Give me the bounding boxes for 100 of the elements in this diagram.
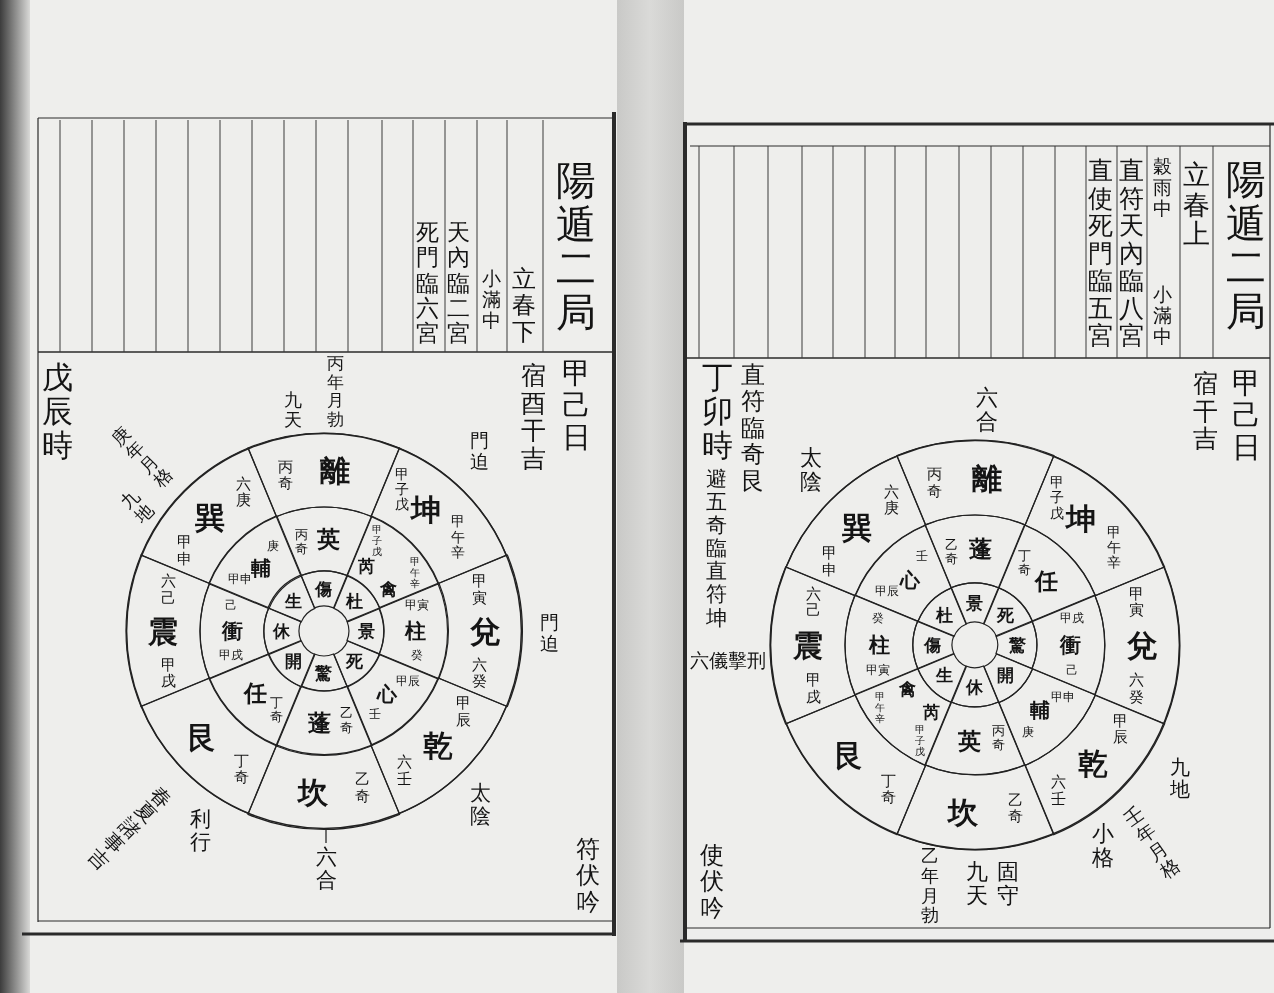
stem-label: 六癸 [1129,671,1145,705]
annotation-text: 九天 [966,860,988,909]
star-label: 芮 [922,703,940,722]
star-label: 心 [376,682,397,705]
stem-label: 丁奇 [270,695,284,725]
stem-label: 六庚 [883,483,899,517]
stem-label: 甲申 [822,544,838,578]
stem-label: 丁奇 [1017,548,1031,577]
star-label: 禽 [899,679,917,699]
column-text: 死門臨六宮 [416,220,439,347]
stem-label: 甲午辛 [1107,524,1122,571]
annotation-text: 九地 [1170,756,1190,800]
stem-label: 癸 [410,649,423,663]
annotation-text: 使伏吟 [700,842,724,922]
door-label: 傷 [315,579,333,598]
annotation-text: 太陰 [470,782,491,829]
stem-label: 甲子戊 [914,724,925,757]
trigram-label: 兌 [470,614,500,648]
ring-sector [982,586,1034,638]
ring-sector [300,653,348,692]
stem-label: 甲戌 [805,671,821,705]
annotation-text: 六合 [976,386,998,435]
stem-label: 甲子戊 [1049,474,1064,521]
stem-label: 甲午辛 [409,555,420,589]
trigram-label: 離 [320,453,351,487]
annotation-text: 宿干吉 [1193,370,1218,453]
column-text: 直使死門臨五宮 [1088,157,1113,350]
star-label: 輔 [1030,699,1051,722]
stem-label: 甲寅 [472,572,487,606]
stem-label: 甲戌 [161,656,176,690]
annotation-text: 避五奇臨直符坤 [706,468,727,630]
annotation-text: 直符臨奇艮 [741,362,765,494]
door-label: 景 [966,593,984,612]
stem-label: 六癸 [472,656,487,690]
stem-label: 壬 [916,550,929,564]
door-label: 驚 [315,664,333,683]
stem-label: 甲申 [227,573,252,587]
column-text: 立春下 [512,266,536,346]
door-label: 景 [358,621,375,641]
stem-label: 甲申 [1051,691,1076,705]
stem-label: 甲子戊 [395,466,410,513]
stem-label: 甲辰 [874,585,899,599]
stem-label: 乙奇 [355,770,371,804]
column-text: 天內臨二宮 [447,220,470,347]
star-label: 英 [317,526,341,552]
door-label: 生 [285,591,303,611]
door-label: 杜 [936,605,954,625]
heading-text: 陽遁二局 [1226,157,1266,333]
ring-sector [916,652,968,704]
door-label: 驚 [1009,635,1026,655]
trigram-label: 乾 [1078,746,1109,780]
column-text: 小滿中 [482,268,501,331]
stem-label: 甲戌 [1059,612,1084,626]
column-text: 立春上 [1183,160,1210,250]
star-label: 英 [958,728,982,754]
annotation-text: 春夏諸事吉 [84,782,176,874]
stem-label: 甲寅 [1129,585,1145,619]
stem-label: 丁奇 [233,752,249,786]
star-label: 蓬 [307,710,331,736]
star-label: 衝 [221,619,243,643]
stem-label: 己 [1065,664,1078,678]
door-label: 傷 [924,635,941,655]
stem-label: 庚 [1021,726,1034,740]
trigram-label: 震 [148,614,178,648]
annotation-text: 符伏吟 [576,836,600,916]
trigram-label: 兌 [1127,628,1158,662]
door-label: 開 [285,651,303,671]
column-text: 小滿中 [1153,284,1172,347]
door-label: 休 [966,678,984,697]
star-label: 蓬 [968,536,992,562]
stem-label: 丁奇 [881,772,897,806]
trigram-label: 巽 [195,500,226,534]
stem-label: 壬 [368,708,381,722]
annotation-text: 六儀擊刑 [690,650,766,671]
trigram-label: 艮 [187,720,218,754]
star-label: 任 [1034,568,1058,594]
stem-label: 六庚 [236,475,251,509]
stem-label: 乙奇 [339,705,353,735]
star-label: 衝 [1060,633,1082,657]
annotation-text: 丁卯時 [702,360,733,463]
door-label: 休 [273,621,290,641]
stem-label: 庚 [267,540,280,554]
door-label: 杜 [345,591,363,611]
trigram-label: 離 [971,461,1002,495]
stem-label: 甲子戊 [371,523,382,557]
trigram-label: 坎 [948,795,979,829]
stem-label: 乙奇 [1008,791,1023,824]
stem-label: 甲辰 [396,675,421,689]
column-text: 直符天內臨八宮 [1119,157,1144,350]
heading-text: 陽遁二局 [556,158,596,334]
trigram-label: 巽 [841,510,872,544]
stem-label: 甲寅 [404,599,429,613]
trigram-label: 坤 [411,492,442,526]
stem-label: 己 [225,599,238,613]
door-label: 死 [996,605,1014,625]
ring-sector [300,570,348,609]
stem-label: 甲辰 [455,695,471,728]
annotation-text: 乙年月勃 [921,846,939,926]
annotation-text: 太陰 [800,446,822,495]
star-label: 柱 [405,619,427,643]
